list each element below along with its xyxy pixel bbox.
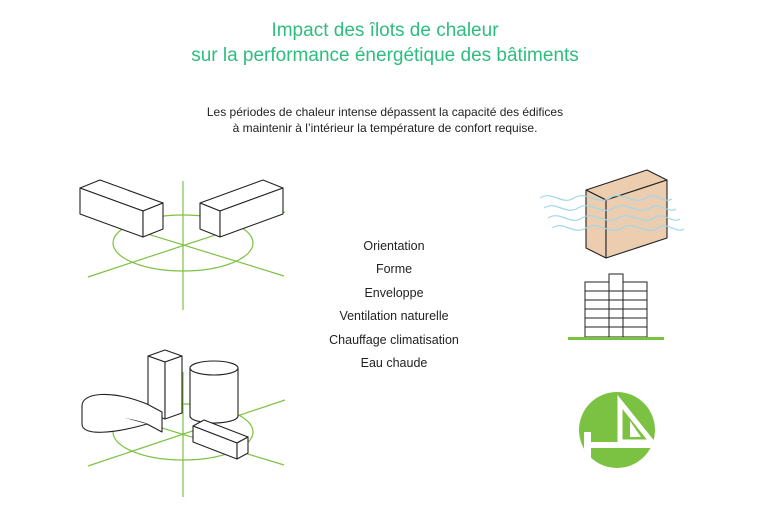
multi-storey-building-icon bbox=[568, 273, 664, 340]
factor-eau-chaude: Eau chaude bbox=[360, 355, 428, 370]
subtitle-line-2: à maintenir à l’intérieur la température… bbox=[232, 121, 538, 135]
factor-list: Orientation Forme Enveloppe Ventilation … bbox=[294, 236, 494, 376]
factor-chauffage: Chauffage climatisation bbox=[329, 332, 459, 347]
factor-forme: Forme bbox=[375, 262, 413, 277]
title-line-1: Impact des îlots de chaleur bbox=[271, 20, 499, 41]
page-title: Impact des îlots de chaleur sur la perfo… bbox=[0, 18, 770, 68]
subtitle-line-1: Les périodes de chaleur intense dépassen… bbox=[206, 105, 564, 119]
title-line-2: sur la performance énergétique des bâtim… bbox=[191, 45, 579, 66]
factor-ventilation: Ventilation naturelle bbox=[339, 309, 449, 324]
set-square-t-ruler-icon bbox=[579, 392, 655, 468]
factor-orientation: Orientation bbox=[363, 239, 425, 253]
envelope-heat-icon bbox=[539, 169, 685, 259]
factor-enveloppe: Enveloppe bbox=[364, 285, 424, 300]
page-subtitle: Les périodes de chaleur intense dépassen… bbox=[0, 104, 770, 136]
building-forms-icon bbox=[81, 349, 286, 497]
building-orientation-icon bbox=[79, 179, 286, 310]
